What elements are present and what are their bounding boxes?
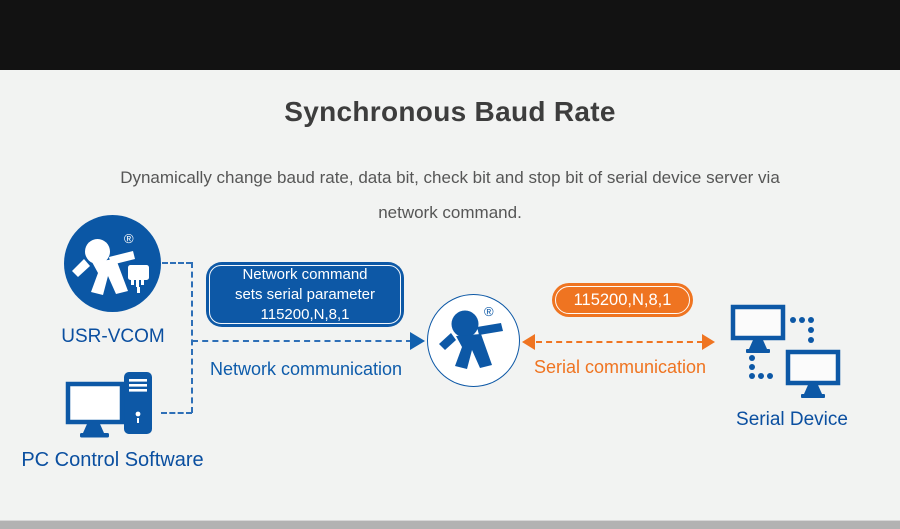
subtitle-line-1: Dynamically change baud rate, data bit, … [120,168,780,187]
serial-server-icon: ® [427,294,520,387]
subtitle-line-2: network command. [378,203,522,222]
serial-device-label: Serial Device [736,409,848,430]
network-arrow-icon [410,332,425,350]
usr-vcom-icon: ® [64,215,161,312]
dashed-connector-vertical [191,262,193,413]
serial-param-box: 115200,N,8,1 [552,283,693,317]
network-command-line-3: 115200,N,8,1 [260,305,350,323]
pc-icon [65,372,152,438]
dashed-connector-usr [162,262,192,264]
dashed-connector-pc [161,412,192,414]
registered-mark: ® [124,231,134,246]
pc-label: PC Control Software [21,449,204,471]
serial-arrow-right-icon [702,334,715,350]
serial-param-text: 115200,N,8,1 [573,290,672,309]
serial-dashed-line [536,341,703,343]
page-title: Synchronous Baud Rate [284,96,616,127]
serial-arrow-left-icon [522,334,535,350]
top-black-bar [0,0,900,70]
bottom-gray-bar [0,520,900,529]
network-command-line-1: Network command [242,265,368,283]
network-command-line-2: sets serial parameter [234,285,376,303]
network-dashed-line [192,340,412,342]
serial-device-icon [730,304,841,398]
usr-vcom-label: USR-VCOM [61,326,165,347]
page-subtitle: Dynamically change baud rate, data bit, … [0,160,900,230]
serial-communication-label: Serial communication [533,357,707,377]
network-communication-label: Network communication [209,359,403,379]
registered-mark: ® [484,304,494,319]
network-command-box: Network command sets serial parameter 11… [206,262,404,327]
